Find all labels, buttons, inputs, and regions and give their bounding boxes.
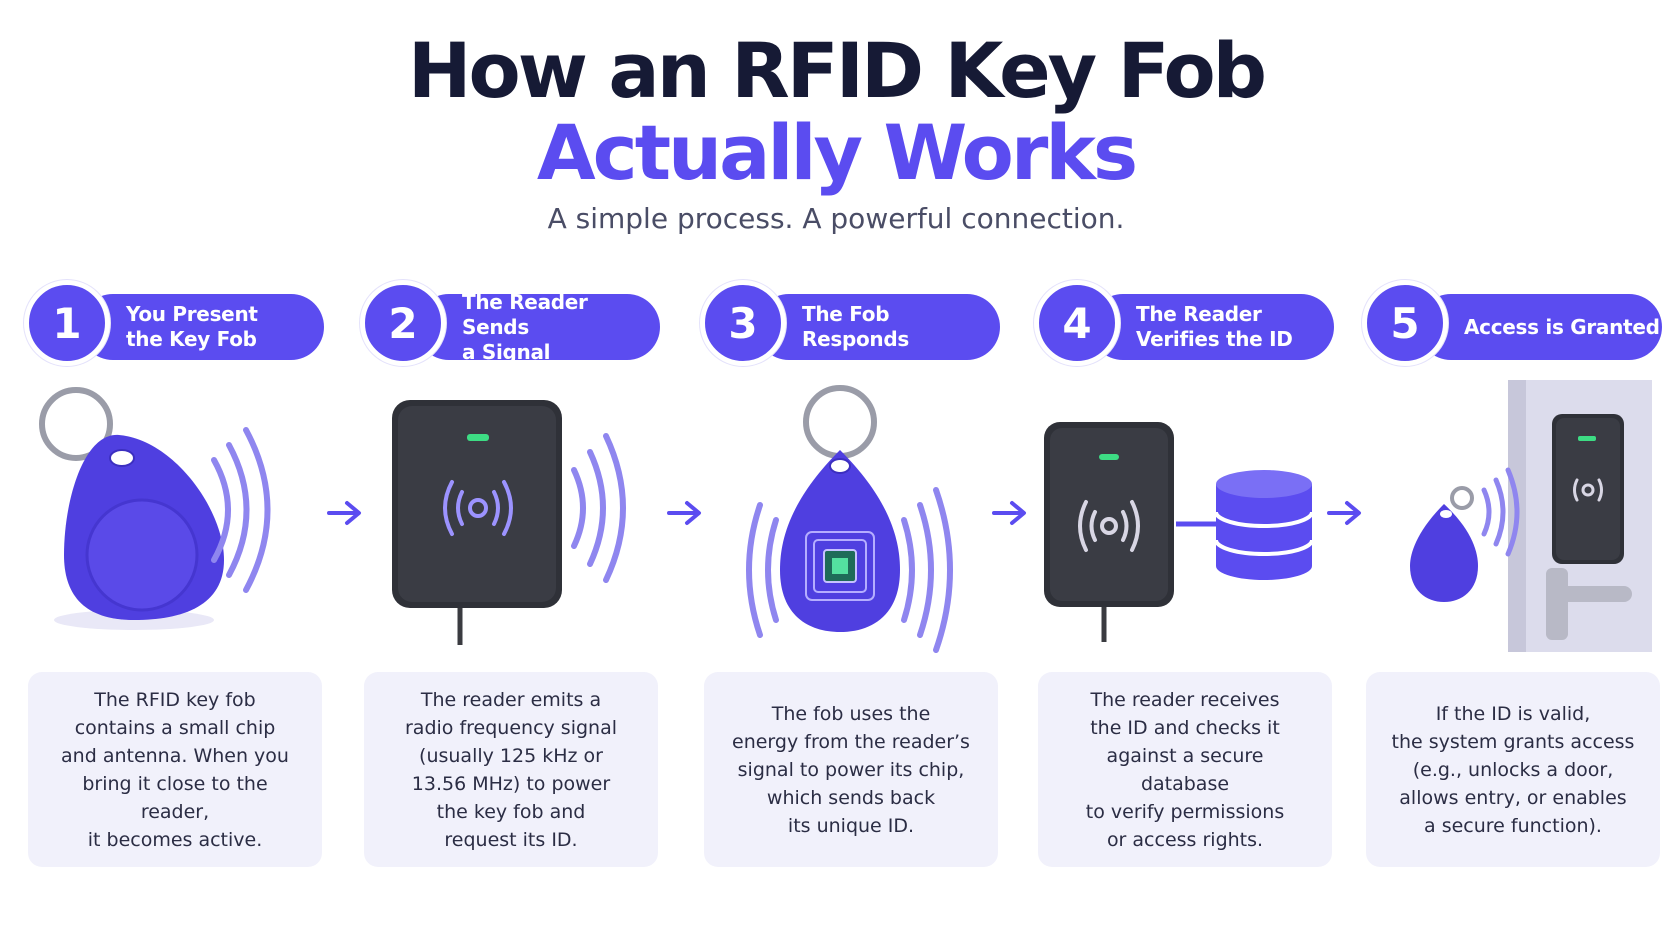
step-description: The reader receives the ID and checks it… xyxy=(1085,688,1285,851)
step-header: The Reader Verifies the ID 4 xyxy=(1034,280,1334,366)
arrow-right-icon xyxy=(1325,498,1365,528)
step-header: You Present the Key Fob 1 xyxy=(24,280,324,366)
step-description-card: The RFID key fob contains a small chip a… xyxy=(28,672,322,867)
page-title: How an RFID Key Fob xyxy=(407,26,1267,115)
step-description-card: The fob uses the energy from the reader’… xyxy=(704,672,998,867)
step-description: The reader emits a radio frequency signa… xyxy=(405,688,617,851)
step-description-card: The reader emits a radio frequency signa… xyxy=(364,672,658,867)
step-header: The Reader Sends a Signal 2 xyxy=(360,280,660,366)
door-access-icon xyxy=(1362,380,1662,660)
step-description-card: If the ID is valid, the system grants ac… xyxy=(1366,672,1660,867)
rfid-reader-icon xyxy=(360,380,660,660)
step-1: You Present the Key Fob 1 The RFID key f… xyxy=(24,0,324,941)
step-label: The Fob Responds xyxy=(756,294,1000,360)
step-description: If the ID is valid, the system grants ac… xyxy=(1391,702,1635,837)
step-number: 4 xyxy=(1034,280,1120,366)
step-description-card: The reader receives the ID and checks it… xyxy=(1038,672,1332,867)
step-label: Access is Granted xyxy=(1418,294,1662,360)
step-number: 3 xyxy=(700,280,786,366)
step-label: You Present the Key Fob xyxy=(80,294,324,360)
fob-chip-icon xyxy=(700,380,1000,660)
step-number: 2 xyxy=(360,280,446,366)
page-subtitle: A simple process. A powerful connection. xyxy=(547,202,1125,235)
arrow-right-icon xyxy=(990,498,1030,528)
key-fob-icon xyxy=(24,380,324,660)
step-number: 1 xyxy=(24,280,110,366)
step-description: The RFID key fob contains a small chip a… xyxy=(61,688,289,851)
step-header: Access is Granted 5 xyxy=(1362,280,1662,366)
title-block: How an RFID Key Fob Actually Works A sim… xyxy=(0,26,1672,236)
step-label: The Reader Verifies the ID xyxy=(1090,294,1334,360)
step-4: The Reader Verifies the ID 4 The reader … xyxy=(1034,0,1334,941)
arrow-right-icon xyxy=(325,498,365,528)
arrow-right-icon xyxy=(665,498,705,528)
step-number: 5 xyxy=(1362,280,1448,366)
page-title-highlight: Actually Works xyxy=(536,108,1138,197)
step-header: The Fob Responds 3 xyxy=(700,280,1000,366)
reader-database-icon xyxy=(1034,380,1334,660)
step-2: The Reader Sends a Signal 2 The reader e… xyxy=(360,0,660,941)
step-description: The fob uses the energy from the reader’… xyxy=(732,702,970,837)
step-label: The Reader Sends a Signal xyxy=(416,290,660,364)
step-3: The Fob Responds 3 The fob uses the ener… xyxy=(700,0,1000,941)
step-5: Access is Granted 5 If the ID is valid, … xyxy=(1362,0,1662,941)
